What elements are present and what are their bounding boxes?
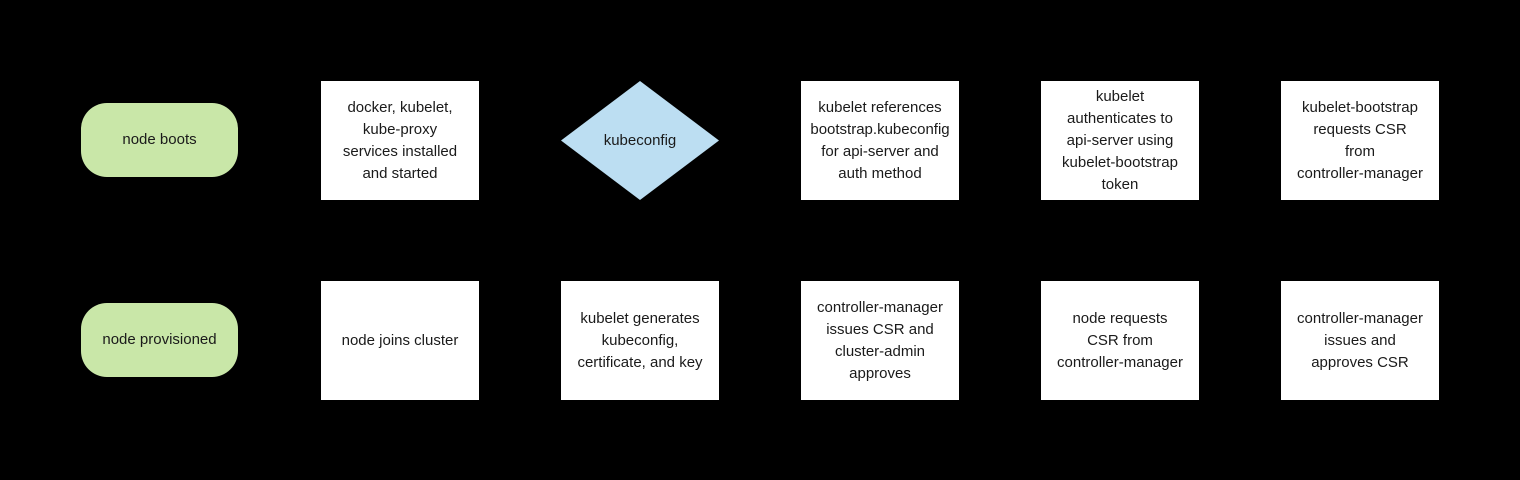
flowchart-node-label: kubelet references bootstrap.kubeconfig … <box>810 98 950 182</box>
flowchart-node-kubelet-references-bootstrap[interactable]: kubelet references bootstrap.kubeconfig … <box>801 81 959 200</box>
flowchart-node-label: kubelet-bootstrap requests CSR from cont… <box>1297 98 1423 182</box>
flowchart-node-label: kubelet authenticates to api-server usin… <box>1062 87 1178 193</box>
flowchart-node-kubeconfig[interactable]: kubeconfig <box>561 81 719 200</box>
flowchart-node-label: docker, kubelet, kube-proxy services ins… <box>342 98 458 182</box>
flowchart-node-label: controller-manager issues CSR and cluste… <box>817 298 943 382</box>
flowchart-node-kubelet-generates[interactable]: kubelet generates kubeconfig, certificat… <box>561 281 719 400</box>
flowchart-node-label: kubeconfig <box>603 131 677 149</box>
flowchart-node-kubelet-bootstrap-requests-csr[interactable]: kubelet-bootstrap requests CSR from cont… <box>1281 81 1439 200</box>
flowchart-node-label: node provisioned <box>102 331 217 348</box>
flowchart-node-controller-manager-issues-csr[interactable]: controller-manager issues CSR and cluste… <box>801 281 959 400</box>
decision-diamond-icon <box>561 81 719 200</box>
flowchart-node-label: node requests CSR from controller-manage… <box>1057 309 1183 371</box>
flowchart-node-node-requests-csr[interactable]: node requests CSR from controller-manage… <box>1041 281 1199 400</box>
flowchart-node-label: node joins cluster <box>341 331 459 349</box>
flowchart-node-services-installed[interactable]: docker, kubelet, kube-proxy services ins… <box>321 81 479 200</box>
flowchart-node-kubelet-authenticates[interactable]: kubelet authenticates to api-server usin… <box>1041 81 1199 200</box>
flowchart-node-label: node boots <box>122 131 197 148</box>
flowchart-node-node-boots[interactable]: node boots <box>81 103 238 177</box>
flowchart-node-label: kubelet generates kubeconfig, certificat… <box>577 309 703 371</box>
flowchart-node-label: controller-manager issues and approves C… <box>1297 309 1423 371</box>
flowchart-node-controller-manager-approves[interactable]: controller-manager issues and approves C… <box>1281 281 1439 400</box>
flowchart-node-node-provisioned[interactable]: node provisioned <box>81 303 238 377</box>
flowchart-node-node-joins-cluster[interactable]: node joins cluster <box>321 281 479 400</box>
